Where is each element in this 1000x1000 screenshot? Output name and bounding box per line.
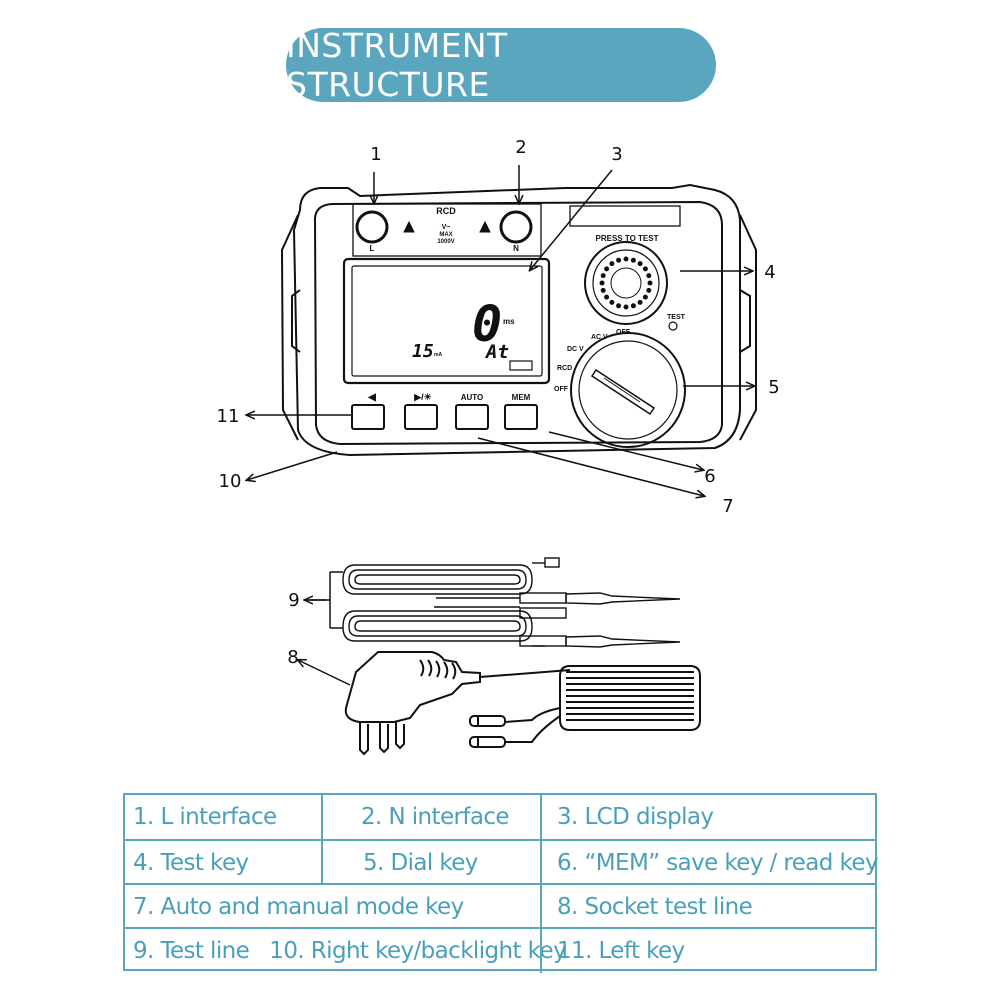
legend-item: 11. Left key [557,938,685,964]
dial-position-label: DC V [567,346,584,353]
legend-table: 1. L interface 2. N interface 3. LCD dis… [123,793,879,973]
lcd-current-unit: mA [434,352,442,358]
legend-item: 9. Test line 10. Right key/backlight key [133,938,567,964]
left-key[interactable] [351,404,385,430]
callout-number: 1 [370,144,381,165]
callout-number: 11 [217,406,240,427]
legend-item: 4. Test key [133,850,249,876]
test-key-dot [623,304,629,310]
title-banner: INSTRUMENT STRUCTURE [286,26,716,104]
mem-key[interactable] [504,404,538,430]
test-key-dot [647,280,653,286]
left-arrow-icon: ◀ [367,392,376,403]
dial-position-label: RCD [557,365,572,372]
lcd-unit: ms [503,317,515,326]
callout-number: 7 [722,496,733,517]
dial-position-label: AC V [591,334,608,341]
legend-item: 5. Dial key [363,850,478,876]
test-key-dot [642,294,648,300]
press-to-test-label: PRESS TO TEST [596,234,659,243]
legend-row: 9. Test line 10. Right key/backlight key… [125,927,875,973]
auto-label: AUTO [461,393,484,402]
test-lead-coils [342,557,681,648]
warning-icon [403,220,415,233]
instrument-diagram: RCD L N V~ MAX 1000V 0 ms 15 mA At PRESS… [217,137,780,756]
auto-key[interactable] [455,404,489,430]
test-key-dot [600,287,606,293]
rcd-port-panel [352,203,542,257]
test-key-dot [630,257,636,263]
port-n-label: N [513,244,519,253]
test-key-dot [646,287,652,293]
legend-item: 6. “MEM” save key / read key [557,850,879,876]
test-key-dot [646,273,652,279]
test-key-dot [630,303,636,309]
callout-number: 3 [611,144,622,165]
legend-row: 7. Auto and manual mode key 8. Socket te… [125,883,875,929]
lcd-mode: At [484,341,509,363]
legend-item: 3. LCD display [557,804,714,830]
callout-number: 9 [288,590,299,611]
test-key-dot [609,261,615,267]
rcd-label: RCD [436,206,456,216]
test-key-dot [642,266,648,272]
test-key-dot [616,303,622,309]
socket-test-line [344,651,701,756]
test-key-dot [604,266,610,272]
warning-icon [479,220,491,233]
legend-row: 1. L interface 2. N interface 3. LCD dis… [125,795,875,839]
test-key-dot [637,299,643,305]
port-l-label: L [370,244,375,253]
port-n-socket [499,210,533,244]
lcd-main-reading: 0 [472,295,502,353]
test-key-dot [616,257,622,263]
dial-position-label: OFF [554,386,569,393]
legend-row: 4. Test key 5. Dial key 6. “MEM” save ke… [125,839,879,885]
test-key-dot [637,261,643,267]
callout-number: 5 [768,377,779,398]
callout-number: 10 [219,471,242,492]
rating-text: 1000V [437,239,454,245]
instrument-body [280,183,757,457]
button-row [351,404,538,430]
test-key-dot [604,294,610,300]
test-key-dot [600,273,606,279]
callout-leaders [247,165,754,496]
callout-leaders [298,571,351,686]
callout-number: 6 [704,466,715,487]
rotary-dial [570,332,686,448]
rating-text: MAX [439,232,452,238]
callout-number: 4 [764,262,775,283]
mem-label: MEM [512,393,531,402]
callout-number: 2 [515,137,526,158]
legend-item: 8. Socket test line [557,894,753,920]
test-key-dot [599,280,605,286]
test-key [584,241,678,331]
right-backlight-icon: ▶/☀ [413,392,432,402]
dial-position-label: OFF [616,329,631,336]
test-led [668,321,678,331]
test-key-dot [623,256,629,262]
lcd-current: 15 [412,341,434,362]
lcd-display [342,257,551,385]
rating-text: V~ [442,224,451,231]
test-key-dot [609,299,615,305]
right-backlight-key[interactable] [404,404,438,430]
port-l-socket [355,210,389,244]
legend-item: 1. L interface [133,804,277,830]
callout-number: 8 [287,647,298,668]
battery-icon [509,360,533,371]
test-label: TEST [667,314,686,321]
legend-item: 2. N interface [361,804,510,830]
legend-item: 7. Auto and manual mode key [133,894,464,920]
